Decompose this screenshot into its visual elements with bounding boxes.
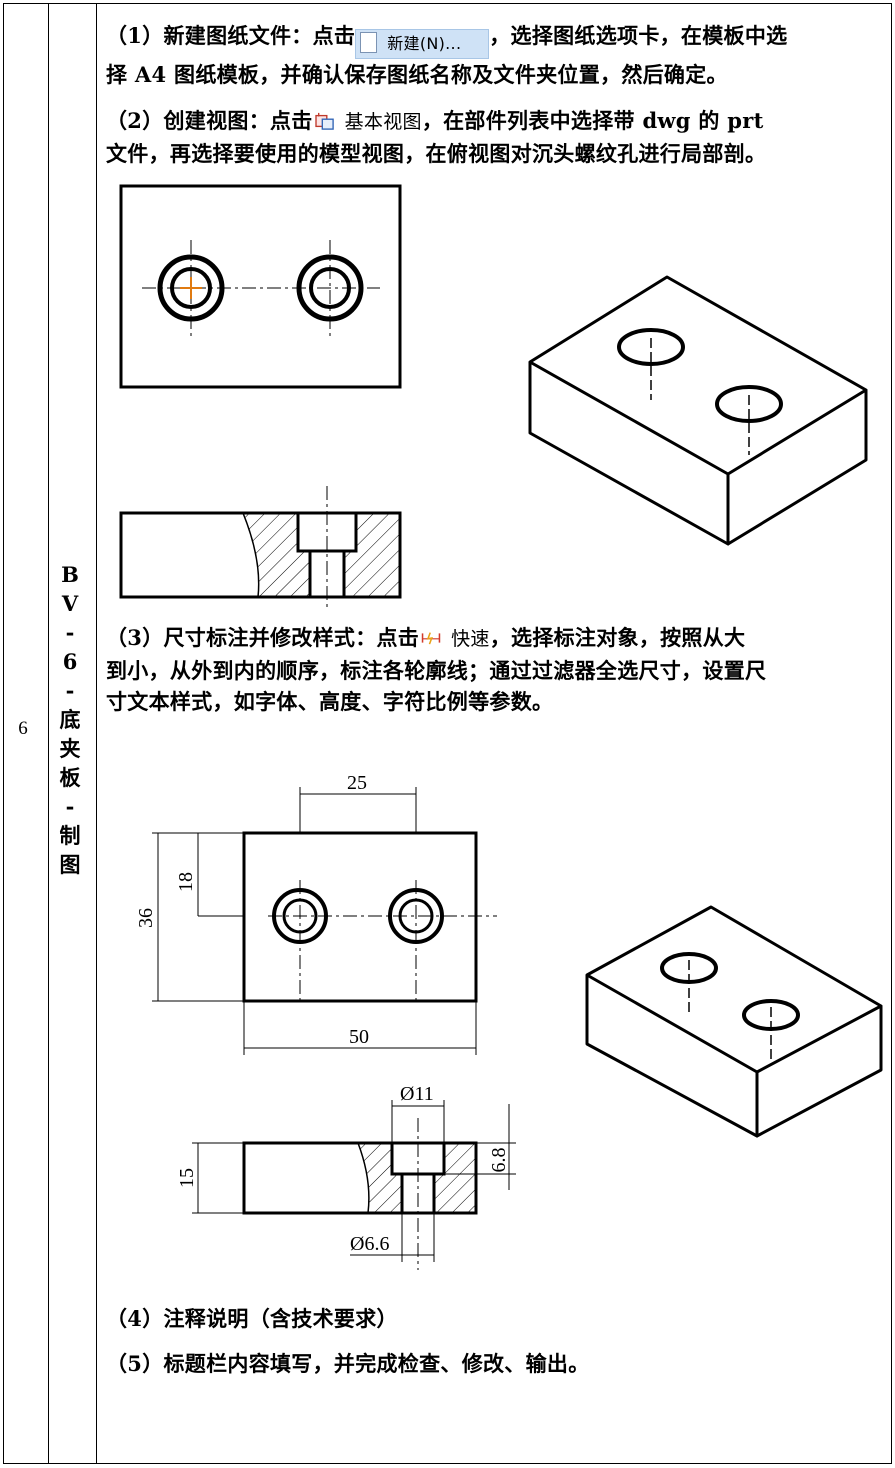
isometric-view-2 — [585, 905, 883, 1138]
title-char: 夹 — [59, 736, 81, 761]
step-2-line2: 文件，再选择要使用的模型视图，在俯视图对沉头螺纹孔进行局部剖。 — [106, 141, 767, 166]
rapid-dimension-tool[interactable]: 快速 — [419, 624, 490, 655]
new-button-label: 新建(N)... — [387, 34, 462, 53]
basic-view-icon — [314, 112, 334, 130]
step-2-text: ，在部件列表中选择带 dwg 的 prt — [421, 108, 764, 133]
dim-hole-dia: Ø6.6 — [350, 1233, 389, 1255]
basic-view-tool[interactable]: 基本视图 — [313, 107, 422, 138]
step-3-line3: 寸文本样式，如字体、高度、字符比例等参数。 — [106, 689, 554, 714]
dim-top-half: 18 — [175, 872, 197, 892]
step-2: （2）创建视图：点击 基本视图，在部件列表中选择带 dwg 的 prt 文件，再选… — [106, 105, 884, 169]
title-char: 底 — [59, 707, 81, 732]
step-3-text: （3）尺寸标注并修改样式：点击 — [106, 625, 420, 650]
step-3-line2: 到小，从外到内的顺序，标注各轮廓线；通过过滤器全选尺寸，设置尺 — [106, 658, 767, 683]
title-char: - — [65, 678, 75, 703]
column-divider — [48, 4, 49, 1463]
step-3-text: ，选择标注对象，按照从大 — [489, 625, 746, 650]
step-1: （1）新建图纸文件：点击 新建(N)... ，选择图纸选项卡，在模板中选 择 A4 … — [106, 20, 884, 90]
top-view-2: 25 18 36 50 — [135, 772, 497, 1055]
dim-length: 50 — [349, 1026, 369, 1048]
title-char: B — [61, 562, 79, 587]
row-number: 6 — [18, 718, 28, 739]
top-view-1 — [119, 184, 402, 389]
step-3: （3）尺寸标注并修改样式：点击 快速，选择标注对象，按照从大 到小，从外到内的顺序… — [106, 622, 884, 717]
isometric-view-1 — [528, 275, 868, 546]
rapid-dimension-label: 快速 — [451, 628, 490, 650]
step-1-text: （1）新建图纸文件：点击 — [106, 23, 356, 48]
column-divider — [96, 4, 97, 1463]
dim-width: 25 — [347, 772, 367, 794]
section-view-1 — [119, 486, 402, 610]
dim-counterbore-dia: Ø11 — [400, 1083, 434, 1105]
title-char: - — [65, 794, 75, 819]
title-char: 板 — [59, 765, 81, 790]
title-char: 6 — [62, 649, 78, 674]
step-2-text: （2）创建视图：点击 — [106, 108, 313, 133]
title-char: 制 — [59, 823, 81, 848]
new-document-icon — [360, 32, 378, 53]
dim-height: 36 — [135, 908, 157, 928]
rapid-dimension-icon — [421, 632, 441, 645]
step-1-line2: 择 A4 图纸模板，并确认保存图纸名称及文件夹位置，然后确定。 — [106, 62, 728, 87]
title-char: 图 — [59, 852, 81, 877]
new-button[interactable]: 新建(N)... — [355, 29, 490, 59]
section-view-2: Ø11 15 6.8 Ø6.6 — [176, 1083, 516, 1270]
vertical-title: B V - 6 - 底 夹 板 - 制 图 — [46, 560, 94, 879]
title-char: V — [61, 591, 79, 616]
step-5: （5）标题栏内容填写，并完成检查、修改、输出。 — [106, 1351, 590, 1376]
step-1-text: ，选择图纸选项卡，在模板中选 — [489, 23, 788, 48]
basic-view-label: 基本视图 — [344, 111, 422, 133]
dim-thickness: 15 — [176, 1168, 198, 1188]
title-char: - — [65, 620, 75, 645]
dim-counterbore-depth: 6.8 — [488, 1148, 510, 1173]
table-cell-frame — [3, 3, 892, 1464]
step-4: （4）注释说明（含技术要求） — [106, 1306, 398, 1331]
